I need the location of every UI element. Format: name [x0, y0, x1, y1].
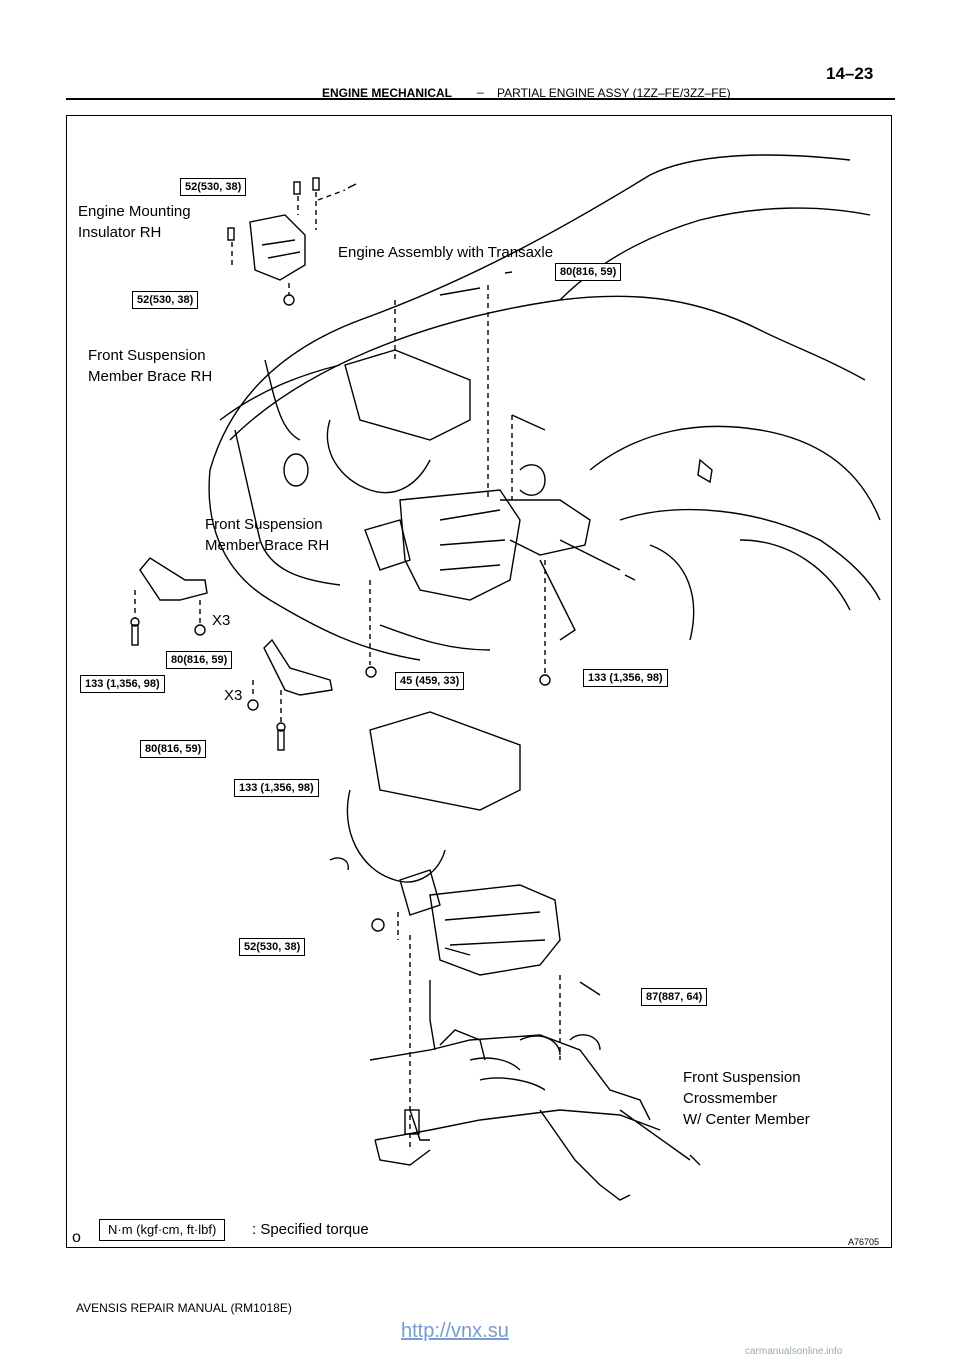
torque-callout: 80(816, 59)	[555, 263, 622, 281]
footer: AVENSIS REPAIR MANUAL (RM1018E)	[76, 1301, 292, 1315]
front-suspension-brace-label-2: Front Suspension Member Brace RH	[205, 514, 329, 556]
torque-callout: 133 (1,356, 98)	[234, 779, 319, 797]
engine-assembly-lower	[329, 711, 601, 1150]
torque-callout: 133 (1,356, 98)	[583, 669, 668, 687]
torque-callout: 52(530, 38)	[132, 291, 199, 309]
torque-callout: 52(530, 38)	[180, 178, 247, 196]
torque-callout: 133 (1,356, 98)	[80, 675, 165, 693]
brace-parts	[130, 557, 333, 751]
figure-frame	[66, 115, 892, 1248]
header-rule	[66, 98, 895, 100]
label-line: Crossmember	[683, 1090, 778, 1107]
torque-callout: 80(816, 59)	[166, 651, 233, 669]
label-line: Member Brace RH	[205, 537, 330, 554]
torque-callout: 45 (459, 33)	[395, 672, 465, 690]
header-separator: –	[477, 85, 484, 99]
front-suspension-crossmember-label: Front Suspension Crossmember W/ Center M…	[683, 1067, 810, 1130]
torque-unit-box: N·m (kgf·cm, ft·lbf)	[99, 1219, 226, 1241]
watermark-link[interactable]: http://vnx.su	[401, 1320, 509, 1342]
engine-assembly-label: Engine Assembly with Transaxle	[338, 244, 554, 261]
label-line: Front Suspension	[88, 347, 206, 364]
label-line: Insulator RH	[78, 224, 162, 241]
label-line: Engine Mounting	[78, 203, 191, 220]
car-body-outline	[208, 154, 881, 661]
engine-mount-part	[227, 177, 357, 306]
legend-text: : Specified torque	[252, 1221, 369, 1238]
front-suspension-brace-label-1: Front Suspension Member Brace RH	[88, 345, 212, 387]
figure-code: A76705	[848, 1237, 880, 1247]
circle-mark: o	[72, 1229, 81, 1246]
torque-callout: 80(816, 59)	[140, 740, 207, 758]
label-line: Member Brace RH	[88, 368, 213, 385]
multiplier-label: X3	[212, 612, 231, 629]
subsection-title: PARTIAL ENGINE ASSY (1ZZ–FE/3ZZ–FE)	[497, 86, 731, 100]
label-line: Front Suspension	[205, 516, 323, 533]
crossmember-part	[369, 980, 701, 1201]
torque-callout: 87(887, 64)	[641, 988, 708, 1006]
label-line: W/ Center Member	[683, 1111, 810, 1128]
multiplier-label: X3	[224, 687, 243, 704]
site-credit: carmanualsonline.info	[745, 1346, 843, 1357]
engine-assembly-upper	[326, 271, 636, 686]
label-line: Front Suspension	[683, 1069, 801, 1086]
engine-mounting-insulator-label: Engine Mounting Insulator RH	[78, 201, 191, 243]
section-title: ENGINE MECHANICAL	[322, 86, 453, 100]
torque-callout: 52(530, 38)	[239, 938, 306, 956]
page-number: 14–23	[826, 64, 874, 83]
